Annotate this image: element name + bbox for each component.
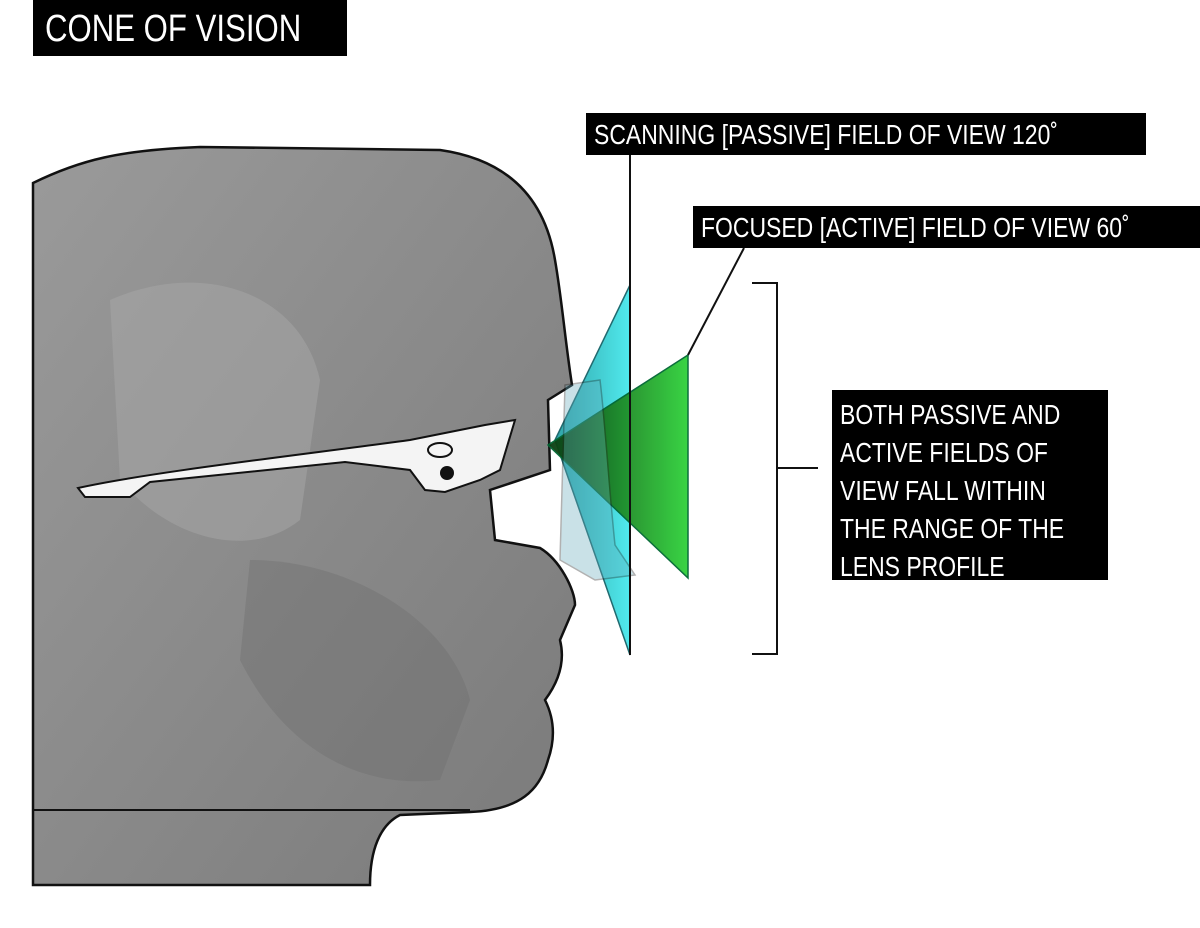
lens [559, 379, 637, 581]
note-line: THE RANGE OF THE [840, 513, 1065, 544]
focused-fov-text: FOCUSED [ACTIVE] FIELD OF VIEW 60˚ [701, 212, 1130, 243]
diagram-title-text: CONE OF VISION [45, 8, 302, 50]
note-line: ACTIVE FIELDS OF [840, 437, 1048, 468]
note-line: VIEW FALL WITHIN [840, 475, 1046, 506]
active-cone [546, 353, 689, 580]
lens-range-bracket [752, 282, 818, 655]
focused-fov-label: FOCUSED [ACTIVE] FIELD OF VIEW 60˚ [693, 206, 1200, 248]
scanning-fov-label: SCANNING [PASSIVE] FIELD OF VIEW 120˚ [586, 113, 1146, 155]
glasses-hinge [440, 466, 454, 480]
note-line: BOTH PASSIVE AND [840, 399, 1061, 430]
focused-leader-line [687, 247, 745, 356]
head-silhouette [31, 145, 577, 887]
lens-range-note: BOTH PASSIVE AND ACTIVE FIELDS OF VIEW F… [832, 390, 1108, 582]
note-line: LENS PROFILE [840, 551, 1005, 582]
scanning-fov-text: SCANNING [PASSIVE] FIELD OF VIEW 120˚ [594, 119, 1058, 150]
diagram-title: CONE OF VISION [33, 0, 347, 56]
glasses-temple [76, 418, 517, 498]
glasses-logo [427, 442, 453, 458]
head-shading [240, 560, 470, 782]
